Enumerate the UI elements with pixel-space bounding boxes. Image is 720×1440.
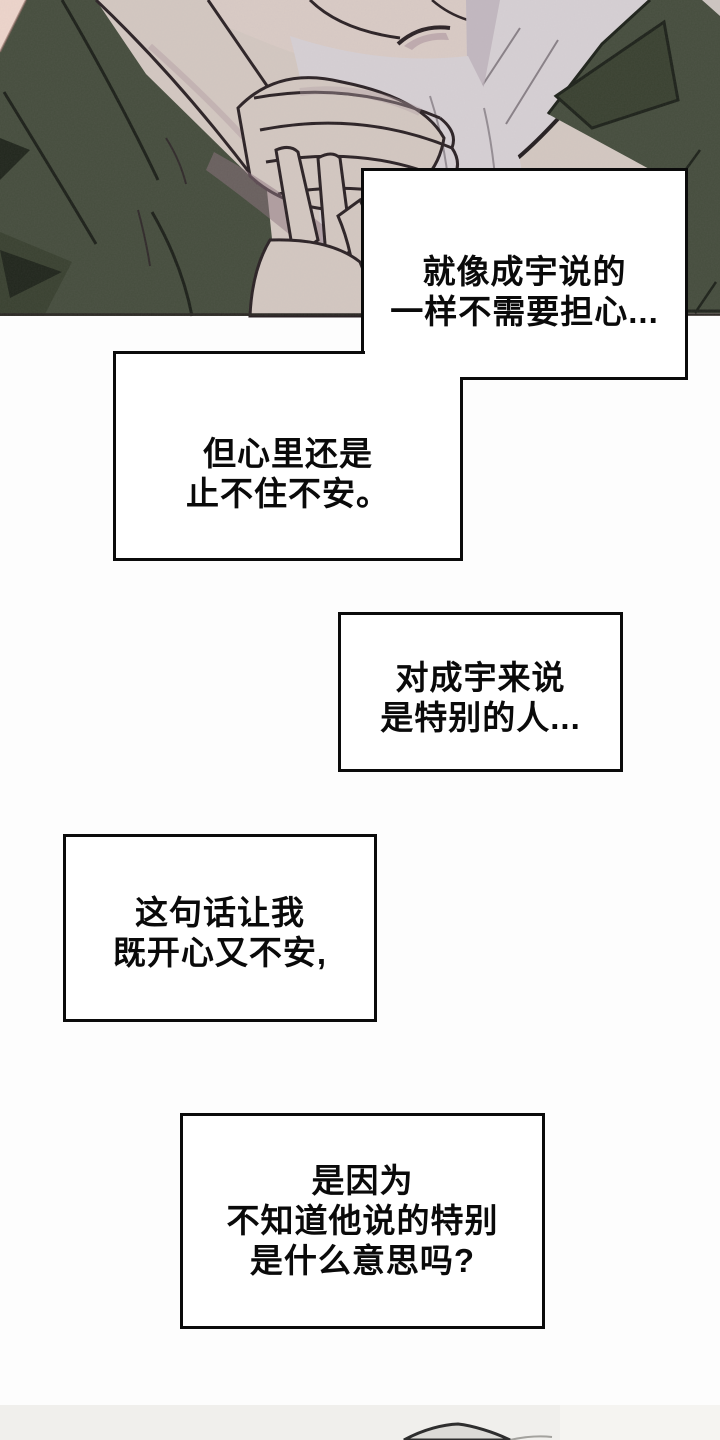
caption-text: 不知道他说的特别	[226, 1202, 499, 1239]
caption-text: 既开心又不安,	[112, 934, 328, 971]
caption-box-3: 对成宇来说 是特别的人...	[338, 612, 623, 772]
panel-artwork	[0, 0, 720, 318]
caption-box-2: 但心里还是 止不住不安。	[113, 351, 463, 561]
caption-text: 但心里还是	[203, 435, 373, 472]
next-panel-preview	[0, 1405, 720, 1440]
caption-text: 是什么意思吗?	[249, 1242, 476, 1279]
caption-text: 一样不需要担心...	[390, 293, 659, 330]
caption-text: 是因为	[311, 1162, 414, 1199]
caption-text: 对成宇来说	[395, 659, 566, 696]
caption-text: 就像成宇说的	[422, 253, 627, 290]
caption-box-5: 是因为 不知道他说的特别 是什么意思吗?	[180, 1113, 545, 1329]
caption-text: 止不住不安。	[186, 475, 390, 512]
caption-text: 是特别的人...	[380, 699, 581, 736]
caption-box-1: 就像成宇说的 一样不需要担心...	[361, 168, 688, 380]
caption-box-4: 这句话让我 既开心又不安,	[63, 834, 377, 1022]
border-merge-patch	[365, 351, 463, 377]
caption-text: 这句话让我	[135, 894, 305, 931]
next-panel-figure	[403, 1422, 511, 1440]
